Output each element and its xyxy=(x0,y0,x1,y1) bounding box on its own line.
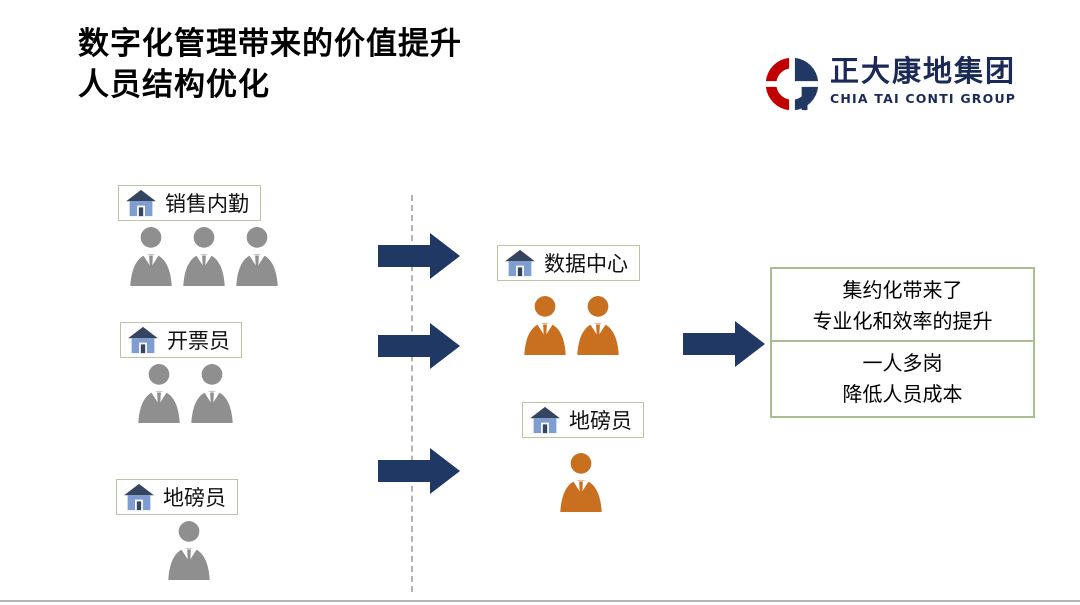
result-line: 集约化带来了 xyxy=(842,278,963,302)
group-label-box-weighbridge-right: 地磅员 xyxy=(522,402,644,438)
result-box-cost: 一人多岗 降低人员成本 xyxy=(770,340,1035,418)
group-label: 地磅员 xyxy=(569,409,632,433)
person-icon xyxy=(558,452,604,512)
person-icon xyxy=(234,226,280,286)
chia-tai-conti-logo-icon xyxy=(763,55,821,113)
page-title: 数字化管理带来的价值提升 人员结构优化 xyxy=(78,24,462,106)
result-line: 一人多岗 xyxy=(862,351,943,375)
group-label: 数据中心 xyxy=(544,252,628,276)
result-line: 专业化和效率的提升 xyxy=(812,309,993,333)
house-icon xyxy=(127,326,159,354)
group-label: 开票员 xyxy=(167,329,230,353)
company-name-en: CHIA TAI CONTI GROUP xyxy=(830,91,1017,107)
house-icon xyxy=(504,249,536,277)
group-label-box-weighbridge-left: 地磅员 xyxy=(116,479,238,515)
person-group xyxy=(558,452,604,512)
house-icon xyxy=(529,406,561,434)
company-logo: 正大康地集团 CHIA TAI CONTI GROUP xyxy=(763,54,1017,113)
company-name-block: 正大康地集团 CHIA TAI CONTI GROUP xyxy=(830,54,1017,107)
person-group xyxy=(166,520,212,580)
person-group xyxy=(522,295,621,355)
person-icon xyxy=(189,363,235,423)
person-icon xyxy=(522,295,568,355)
person-icon xyxy=(181,226,227,286)
person-icon xyxy=(128,226,174,286)
house-icon xyxy=(123,483,155,511)
group-label: 地磅员 xyxy=(163,486,226,510)
group-label-box-invoicer: 开票员 xyxy=(120,322,242,358)
person-icon xyxy=(136,363,182,423)
group-label-box-sales-office: 销售内勤 xyxy=(118,185,261,221)
title-line-2: 人员结构优化 xyxy=(78,66,270,103)
person-group xyxy=(128,226,280,286)
person-group xyxy=(136,363,235,423)
bottom-divider xyxy=(0,600,1080,602)
group-label: 销售内勤 xyxy=(165,192,249,216)
arrow-right-icon xyxy=(683,321,765,367)
result-line: 降低人员成本 xyxy=(842,382,963,406)
arrow-right-icon xyxy=(378,448,460,494)
result-box-efficiency: 集约化带来了 专业化和效率的提升 xyxy=(770,267,1035,345)
person-icon xyxy=(575,295,621,355)
arrow-right-icon xyxy=(378,233,460,279)
title-line-1: 数字化管理带来的价值提升 xyxy=(78,26,462,62)
house-icon xyxy=(125,189,157,217)
person-icon xyxy=(166,520,212,580)
arrow-right-icon xyxy=(378,323,460,369)
dashed-divider xyxy=(411,195,413,592)
company-name: 正大康地集团 xyxy=(830,54,1017,88)
group-label-box-data-center: 数据中心 xyxy=(497,245,640,281)
